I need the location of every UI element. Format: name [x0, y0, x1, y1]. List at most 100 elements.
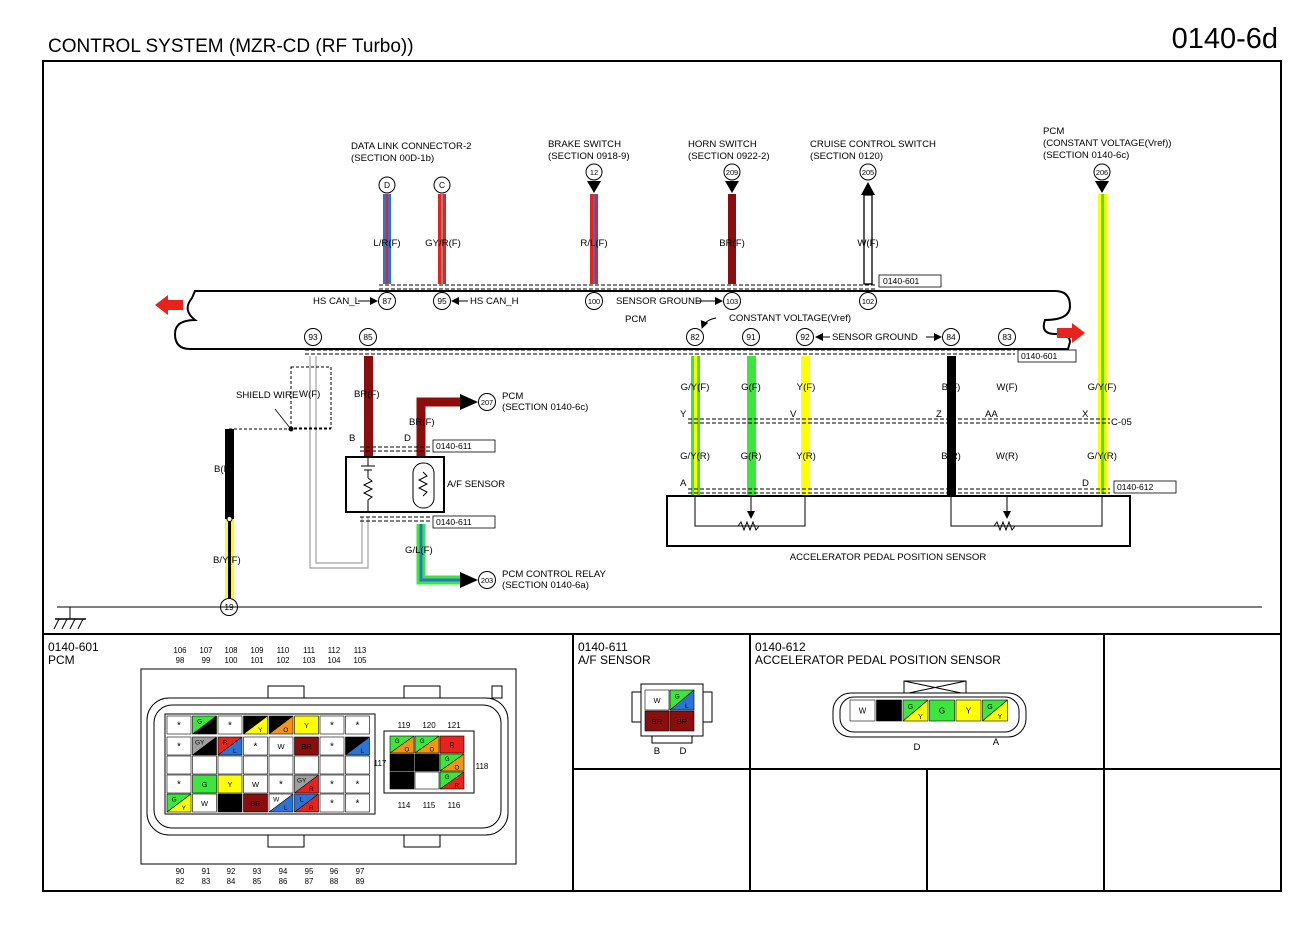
pin-number: 94	[279, 867, 288, 876]
pin-color-label: B	[400, 761, 405, 768]
apps-connector-pin-d: D	[914, 742, 921, 753]
pin-number: 82	[176, 877, 185, 886]
letter-d: D	[1082, 478, 1089, 489]
apps-connector-name: ACCELERATOR PEDAL POSITION SENSOR	[755, 653, 1001, 667]
pcm-pin-82: 82	[690, 332, 700, 342]
pcm-empty-cell	[166, 755, 192, 775]
pin-color-label-a: G	[908, 704, 913, 711]
pcm-pin-87: 87	[382, 296, 392, 306]
sensor-ground-top-label: SENSOR GROUND	[616, 296, 702, 307]
pin-color-label-b: L	[233, 748, 237, 755]
brake-section: (SECTION 0918-9)	[548, 151, 630, 162]
pin-color-label-b: O	[454, 765, 459, 771]
pcm-pin-cell: RL	[217, 736, 243, 756]
apps-cell: G	[929, 699, 955, 722]
pcm-pin-cell: BR	[294, 736, 319, 756]
pin-color-label-b: R	[309, 805, 314, 812]
pcm-pin-cell: Y	[217, 774, 243, 794]
pin-color-label-a: B	[274, 719, 278, 726]
shield-wire-group	[229, 356, 369, 569]
pin-number: 83	[202, 877, 211, 886]
pin-number: 103	[302, 656, 315, 665]
small-pin-number: 116	[448, 801, 461, 810]
brake-label: BRAKE SWITCH	[548, 139, 621, 150]
af-cell: W	[644, 689, 670, 711]
small-pin-side: 117	[374, 759, 387, 768]
cruise-switch-destination: CRUISE CONTROL SWITCH (SECTION 0120) 205	[810, 139, 936, 195]
pcm-pin-cell: BO	[268, 715, 294, 735]
pcm-pin-103: 103	[726, 297, 738, 306]
pcm-small-pin-cell: GO	[414, 735, 440, 754]
pcm-empty-cell	[268, 755, 294, 775]
wire-label-by: B/Y(F)	[213, 555, 241, 566]
pcm-vref-section: (SECTION 0140-6c)	[1043, 150, 1129, 161]
horn-section: (SECTION 0922-2)	[688, 151, 770, 162]
af-connector-pin-b: B	[654, 746, 660, 757]
relay-label: PCM CONTROL RELAY	[502, 569, 607, 580]
right-arrow-icon	[1057, 323, 1085, 343]
pin-empty-label: *	[177, 721, 181, 732]
connector-ref-601-bottom: 0140-601	[1021, 351, 1058, 361]
letter-aa: AA	[985, 409, 998, 420]
pcm-pin-cell: *	[345, 715, 370, 735]
pin-color-label-b: O	[283, 727, 288, 734]
pin-empty-label: *	[330, 780, 334, 791]
pin-color-label: BR	[652, 717, 663, 726]
pcm-pin-93: 93	[308, 332, 318, 342]
pin-color-label-a: G	[675, 693, 680, 700]
apps-cell: GY	[982, 699, 1008, 722]
pcm-pin-cell: *	[345, 793, 370, 813]
horn-pin: 209	[726, 168, 738, 177]
relay-arrow-icon	[460, 572, 478, 588]
pcm207-pin: 207	[481, 398, 493, 407]
wire-label-br-top: BR(F)	[719, 238, 745, 249]
apps-connector-pin-a: A	[993, 737, 1000, 748]
pcm-small-pin-cell: GO	[389, 735, 415, 754]
pin-color-label-a: B	[351, 740, 355, 747]
pin-empty-label: *	[330, 799, 334, 810]
pin-number: 91	[202, 867, 211, 876]
pin-color-label-a: W	[273, 797, 280, 804]
pcm-pin-cell: BL	[345, 736, 370, 756]
pin-color-label: B	[227, 799, 232, 808]
pin-number: 99	[202, 656, 211, 665]
pin-color-label-b: L	[284, 805, 288, 812]
hs-can-l-label: HS CAN_L	[313, 296, 361, 307]
pin-empty-label: *	[330, 721, 334, 732]
pin-number: 86	[279, 877, 288, 886]
pin-number: 110	[277, 646, 290, 655]
pcm-block-label: PCM	[625, 314, 646, 325]
connector-ref-611-top: 0140-611	[436, 441, 472, 451]
pcm-pin-83: 83	[1002, 332, 1012, 342]
pcm-empty-cell	[319, 755, 345, 775]
af-sensor-internals	[361, 457, 435, 512]
pcm-pin-cell: *	[319, 715, 345, 735]
pin-color-label-b: R	[455, 783, 460, 789]
af-cell: BR	[669, 710, 695, 732]
wire-label-gyr: GY/R(F)	[425, 238, 461, 249]
pin-empty-label: *	[177, 742, 181, 753]
pin-color-label-a: G	[445, 757, 450, 763]
pin-color-label-b: Y	[998, 714, 1003, 721]
dlc-destination: DATA LINK CONNECTOR-2 (SECTION 00D-1b) D…	[351, 141, 471, 194]
pin-color-label-b: R	[309, 786, 314, 793]
pcm-vref-destination: PCM (CONSTANT VOLTAGE(Vref)) (SECTION 01…	[1043, 126, 1171, 193]
letter-a: A	[680, 478, 687, 489]
pin-number: 107	[199, 646, 212, 655]
pcm-pin-cell: GB	[192, 715, 217, 735]
pin-number: 109	[250, 646, 263, 655]
pin-color-label: B	[400, 779, 405, 786]
dlc-pin-d: D	[384, 180, 390, 190]
pcm-pin-cell: GYR	[294, 774, 319, 794]
pin-number: 90	[176, 867, 185, 876]
pcm-small-pin-cell: B	[389, 753, 415, 772]
pin-color-label: W	[277, 742, 285, 751]
pin-empty-label: *	[177, 780, 181, 791]
pin-color-label-a: R	[223, 740, 228, 747]
pcm-pin-84: 84	[946, 332, 956, 342]
pin-number: 112	[328, 646, 340, 655]
pcm-pin-cell: *	[217, 715, 243, 735]
pcm207-label: PCM	[502, 391, 523, 402]
pin-empty-label: *	[330, 742, 334, 753]
